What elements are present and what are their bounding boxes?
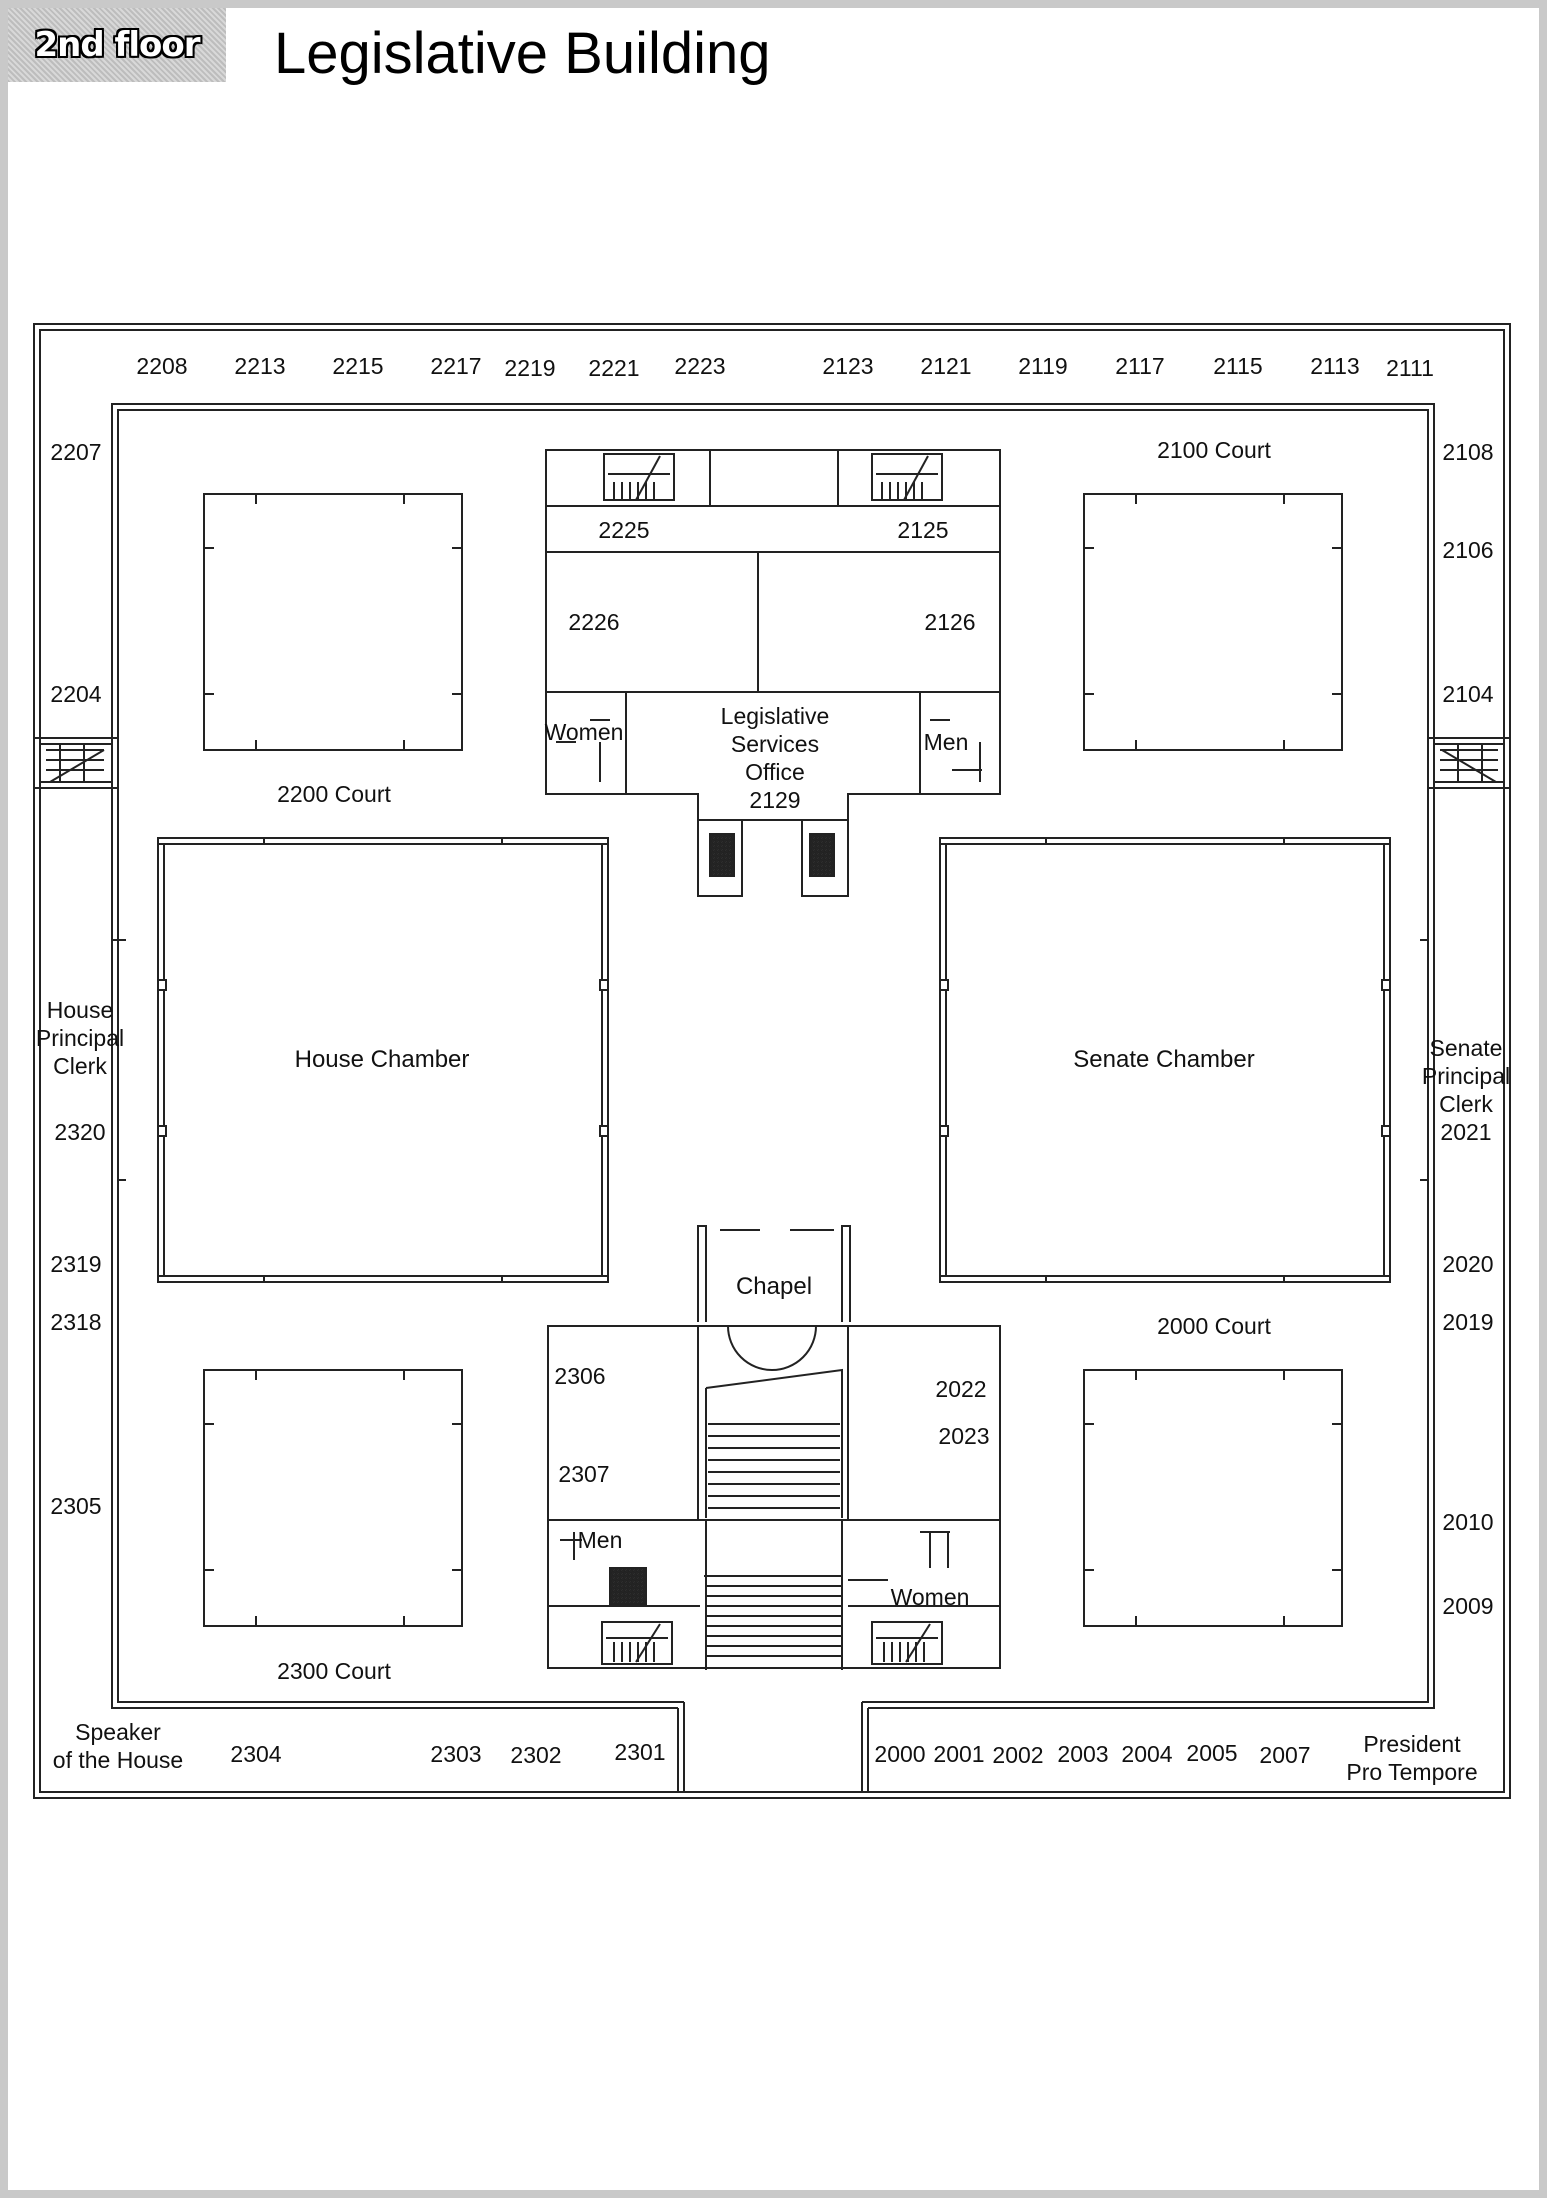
- speaker-of-the-house: Speaker of the House: [52, 1719, 184, 1773]
- court-2100: 2100 Court: [1157, 437, 1271, 463]
- north-core: [545, 449, 1001, 897]
- room-2223: 2223: [674, 353, 726, 379]
- room-2226: 2226: [568, 609, 620, 635]
- room-2104: 2104: [1442, 681, 1494, 707]
- room-2204: 2204: [50, 681, 102, 707]
- floor-badge-label: 2nd floor: [34, 25, 201, 65]
- courtyard-sw: [203, 1369, 463, 1627]
- room-2319: 2319: [50, 1251, 102, 1277]
- court-2300: 2300 Court: [277, 1658, 391, 1684]
- room-2022: 2022: [935, 1376, 987, 1402]
- courtyard-se: [1083, 1369, 1343, 1627]
- chapel-label: Chapel: [735, 1273, 813, 1300]
- room-2020: 2020: [1442, 1251, 1494, 1277]
- south-core: [547, 1225, 1001, 1670]
- room-2123: 2123: [822, 353, 874, 379]
- room-2115: 2115: [1213, 353, 1263, 379]
- room-2004: 2004: [1121, 1741, 1173, 1767]
- room-2320: 2320: [54, 1119, 106, 1145]
- room-2117: 2117: [1115, 353, 1165, 379]
- room-2009: 2009: [1442, 1593, 1494, 1619]
- room-2221: 2221: [588, 355, 640, 381]
- room-2007: 2007: [1259, 1742, 1311, 1768]
- room-2019: 2019: [1442, 1309, 1494, 1335]
- room-2302: 2302: [510, 1742, 562, 1768]
- room-2023: 2023: [938, 1423, 990, 1449]
- house-chamber-walls: [157, 837, 609, 1283]
- room-2106: 2106: [1442, 537, 1494, 563]
- east-stair-bay: [1427, 737, 1511, 789]
- floor-badge: 2nd floor: [8, 8, 226, 82]
- courtyard-nw: [203, 493, 463, 751]
- senate-chamber-walls: [939, 837, 1391, 1283]
- room-2001: 2001: [933, 1741, 985, 1767]
- restroom-women-south: Women: [890, 1584, 970, 1610]
- outer-walls: [33, 323, 1511, 1799]
- courtyard-ne: [1083, 493, 1343, 751]
- room-2215: 2215: [332, 353, 384, 379]
- room-2301: 2301: [614, 1739, 666, 1765]
- room-2225: 2225: [598, 517, 650, 543]
- restroom-men-south: Men: [577, 1527, 623, 1553]
- room-2303: 2303: [430, 1741, 482, 1767]
- room-2003: 2003: [1057, 1741, 1109, 1767]
- room-2213: 2213: [234, 353, 286, 379]
- court-2000: 2000 Court: [1157, 1313, 1271, 1339]
- room-2307: 2307: [558, 1461, 610, 1487]
- west-stair-bay: [33, 737, 119, 789]
- room-2002: 2002: [992, 1742, 1044, 1768]
- restroom-women-north: Women: [544, 719, 624, 745]
- room-2005: 2005: [1186, 1740, 1238, 1766]
- room-2113: 2113: [1310, 353, 1360, 379]
- senate-chamber-label: Senate Chamber: [1073, 1046, 1255, 1073]
- room-2207: 2207: [50, 439, 102, 465]
- court-2200: 2200 Court: [277, 781, 391, 807]
- house-principal-clerk: House Principal Clerk: [35, 997, 125, 1079]
- room-2217: 2217: [430, 353, 482, 379]
- room-2126: 2126: [924, 609, 976, 635]
- room-2208: 2208: [136, 353, 188, 379]
- legislative-services-office: Legislative Services Office 2129: [720, 703, 830, 813]
- room-2010: 2010: [1442, 1509, 1494, 1535]
- room-2111: 2111: [1386, 355, 1434, 381]
- room-2121: 2121: [920, 353, 972, 379]
- room-2219: 2219: [504, 355, 556, 381]
- room-2318: 2318: [50, 1309, 102, 1335]
- restroom-men-north: Men: [923, 729, 969, 755]
- room-2306: 2306: [554, 1363, 606, 1389]
- room-2108: 2108: [1442, 439, 1494, 465]
- room-2304: 2304: [230, 1741, 282, 1767]
- room-2000: 2000: [874, 1741, 926, 1767]
- room-2125: 2125: [897, 517, 949, 543]
- room-2305: 2305: [50, 1493, 102, 1519]
- president-pro-tempore: President Pro Tempore: [1346, 1731, 1478, 1785]
- senate-principal-clerk: Senate Principal Clerk 2021: [1421, 1035, 1511, 1145]
- room-2119: 2119: [1018, 353, 1068, 379]
- page-title: Legislative Building: [274, 21, 771, 86]
- house-chamber-label: House Chamber: [294, 1046, 470, 1073]
